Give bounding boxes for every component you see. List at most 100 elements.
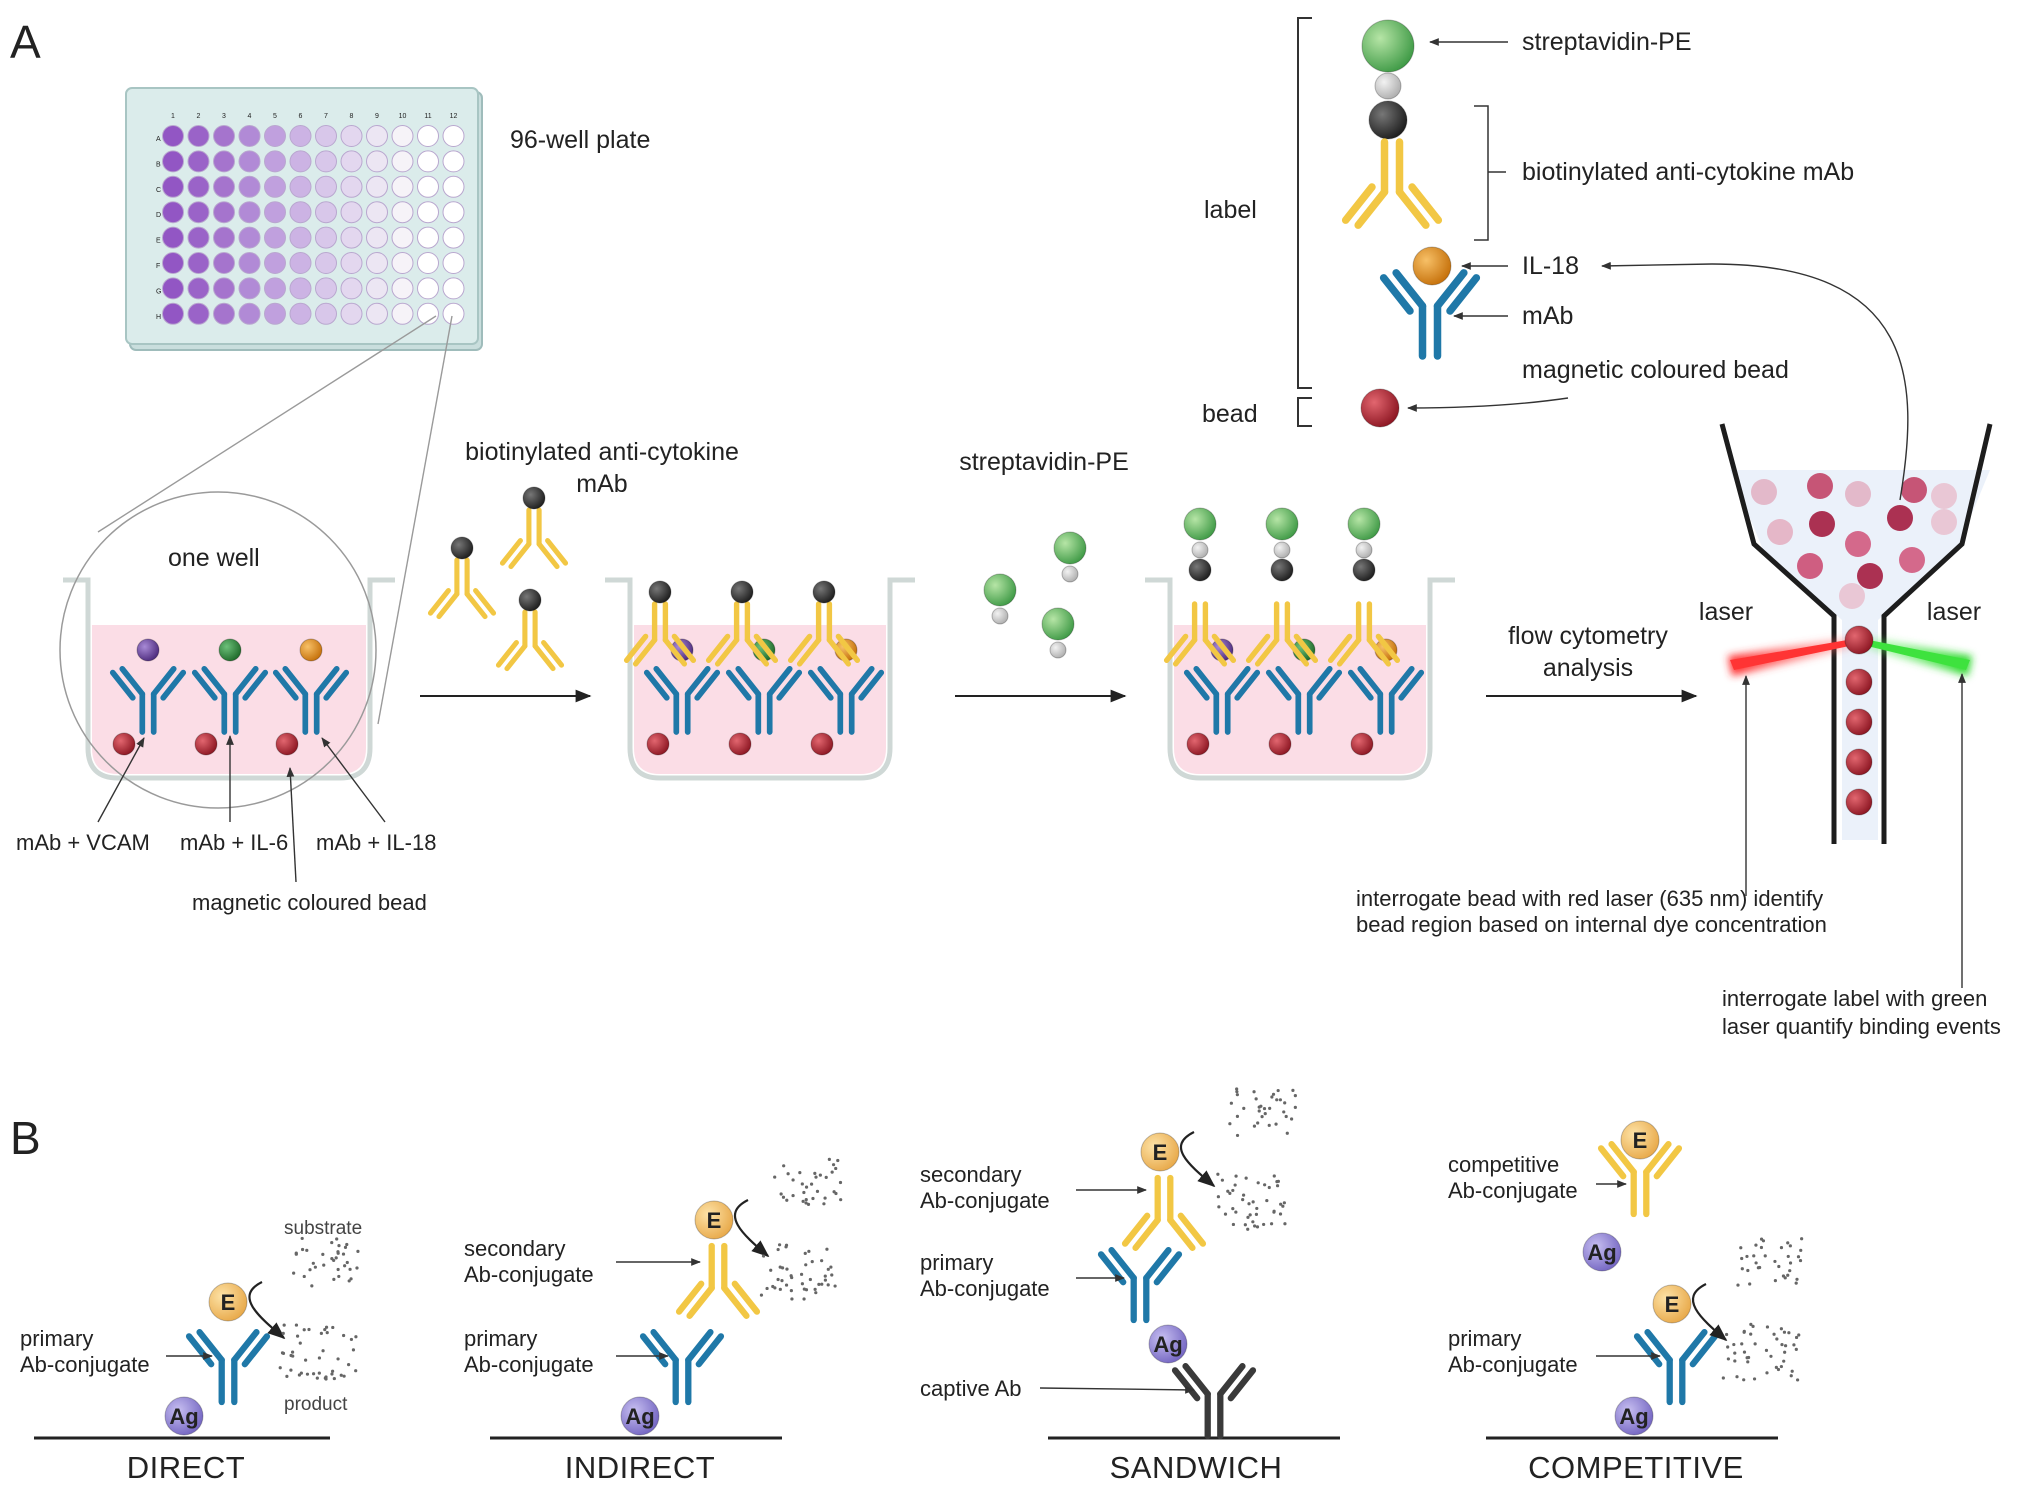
plate-well (442, 302, 465, 325)
plate-col-number: 3 (222, 113, 226, 120)
bead-bracket (1297, 397, 1312, 427)
plate-well (162, 175, 184, 198)
plate-row-letter: C (156, 187, 161, 194)
direct-reaction-arrow (248, 1281, 286, 1340)
plate-well (442, 125, 465, 147)
funnel-bead-13 (1839, 583, 1865, 609)
well3-linker-2 (1355, 541, 1373, 559)
well3-biotin-ab-1 (1245, 601, 1319, 667)
plate-well (315, 125, 337, 147)
sandwich-secondary-2: Ab-conjugate (920, 1188, 1050, 1213)
plate-well (187, 226, 210, 249)
well3-strep-1 (1265, 507, 1299, 541)
direct-primary-1: primary (20, 1326, 93, 1351)
well3-linker-0 (1191, 541, 1209, 559)
direct-primary-ab (185, 1329, 271, 1406)
label-mab-il6: mAb + IL-6 (180, 830, 288, 855)
competitive-reaction-arrow (1691, 1283, 1728, 1342)
well1-col-il18-bead (275, 732, 299, 756)
legend-bead-ball (1360, 388, 1400, 428)
funnel-bead-3 (1901, 477, 1927, 503)
well2-col-2-bead (810, 732, 834, 756)
competitive-antigen-2-circle (1614, 1396, 1654, 1436)
plate-well (442, 150, 465, 173)
competitive-title: COMPETITIVE (1528, 1450, 1744, 1485)
flow-label-2: analysis (1543, 654, 1633, 682)
plate-well (289, 302, 312, 325)
well3-strep-2 (1347, 507, 1381, 541)
plate-well (315, 277, 337, 300)
plate-well (289, 252, 312, 274)
competitive-antigen-2-text: Ag (1619, 1404, 1648, 1429)
flow-bead-1 (1845, 668, 1873, 696)
plate-col-number: 7 (324, 113, 328, 120)
plate-well (162, 150, 184, 173)
free-biotin-ab-2 (499, 507, 569, 570)
free-strep-linker-0 (991, 607, 1009, 625)
well2-biotin-ab-1 (705, 601, 779, 667)
well3-biotin-ab-0 (1163, 601, 1237, 667)
plate-well (289, 175, 312, 198)
competitive-label-1: competitive (1448, 1152, 1559, 1177)
plate-well (213, 125, 235, 147)
plate-well (340, 125, 363, 147)
zoom-line-right (377, 315, 453, 725)
sandwich-title: SANDWICH (1110, 1450, 1283, 1485)
plate-well (264, 252, 286, 274)
label-magnetic-bead: magnetic coloured bead (192, 890, 427, 915)
well1-col-vcam-bead (112, 732, 136, 756)
well3-biotin-0 (1188, 558, 1212, 582)
free-biotin-1 (450, 536, 474, 560)
free-strep-0 (983, 573, 1017, 607)
well2-biotin-1 (730, 580, 754, 604)
sandwich-reaction-arrow (1179, 1131, 1216, 1188)
flow-label-1: flow cytometry (1508, 622, 1668, 650)
plate-col-number: 4 (248, 113, 252, 120)
plate-well (366, 252, 388, 274)
plate-well (162, 226, 184, 249)
plate-well (391, 277, 414, 300)
indirect-secondary-2: Ab-conjugate (464, 1262, 594, 1287)
direct-enzyme-text: E (221, 1290, 236, 1315)
plate-row-letter: G (156, 288, 161, 295)
plate-well (340, 226, 363, 249)
plate-well (213, 277, 235, 300)
plate-well (417, 201, 439, 224)
plate-well (187, 302, 210, 325)
zoom-line-left (97, 315, 437, 533)
well3-biotin-ab-2 (1327, 601, 1401, 667)
plate-well (289, 226, 312, 249)
plate-well (264, 277, 286, 300)
legend-il18-ball (1412, 246, 1452, 286)
legend-streptavidin (1361, 19, 1415, 73)
well2-col-1-mab (725, 665, 803, 735)
plate-row-letter: H (156, 314, 161, 321)
legend-biotin-mab-text: biotinylated anti-cytokine mAb (1522, 158, 1854, 186)
plate-well (417, 150, 439, 173)
competitive-primary-ab (1633, 1329, 1719, 1406)
well1-col-il18-mab (272, 665, 350, 735)
funnel-bead-2 (1845, 481, 1871, 507)
indirect-primary-ab (639, 1329, 725, 1406)
label-mab-vcam: mAb + VCAM (16, 830, 150, 855)
indirect-product-dots (759, 1243, 837, 1301)
plate-well (417, 125, 439, 147)
competitive-enzyme-2-text: E (1665, 1292, 1680, 1317)
plate-well (442, 226, 465, 249)
well3-col-2-mab (1347, 665, 1425, 735)
sandwich-enzyme-text: E (1153, 1140, 1168, 1165)
panel-b-letter: B (10, 1112, 41, 1164)
direct-primary-2: Ab-conjugate (20, 1352, 150, 1377)
funnel-bead-7 (1845, 531, 1871, 557)
plate-well (366, 175, 388, 198)
plate-well (417, 302, 439, 325)
indirect-title: INDIRECT (565, 1450, 715, 1485)
flow-bead-4 (1845, 788, 1873, 816)
legend-mab-text: mAb (1522, 302, 1573, 330)
green-note-1: interrogate label with green (1722, 986, 1987, 1011)
laser-left-label: laser (1699, 598, 1753, 626)
indirect-antigen-circle (620, 1396, 660, 1436)
plate-row-letter: D (156, 212, 161, 219)
